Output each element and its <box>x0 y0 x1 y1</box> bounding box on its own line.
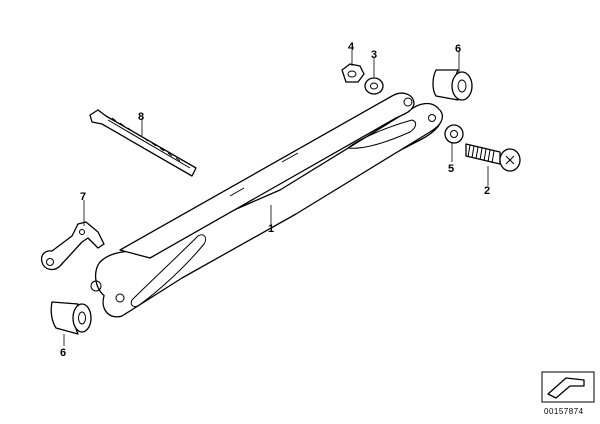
document-number: 00157874 <box>544 407 584 416</box>
callout-nut: 4 <box>348 41 355 53</box>
bushing-top <box>432 69 473 101</box>
callout-clip: 7 <box>80 191 86 203</box>
callout-bushing-bottom: 6 <box>60 347 66 359</box>
bolt <box>465 143 521 172</box>
nut <box>341 63 365 83</box>
callout-washer-top: 3 <box>371 49 377 61</box>
callout-bolt: 2 <box>484 185 490 197</box>
washer-top <box>364 77 384 95</box>
callout-bushing-top: 6 <box>455 43 461 55</box>
callout-cable-tie: 8 <box>138 111 144 123</box>
callout-washer-side: 5 <box>448 163 454 175</box>
callout-arm: 1 <box>268 223 274 235</box>
leader-lines <box>63 50 489 346</box>
document-reference: 00157874 <box>541 371 595 416</box>
cable-tie <box>89 109 197 177</box>
washer-side <box>444 124 464 144</box>
swing-arm <box>90 92 444 318</box>
clip-bracket <box>40 221 105 271</box>
reference-symbol-icon <box>547 377 585 399</box>
bushing-bottom <box>50 301 92 335</box>
